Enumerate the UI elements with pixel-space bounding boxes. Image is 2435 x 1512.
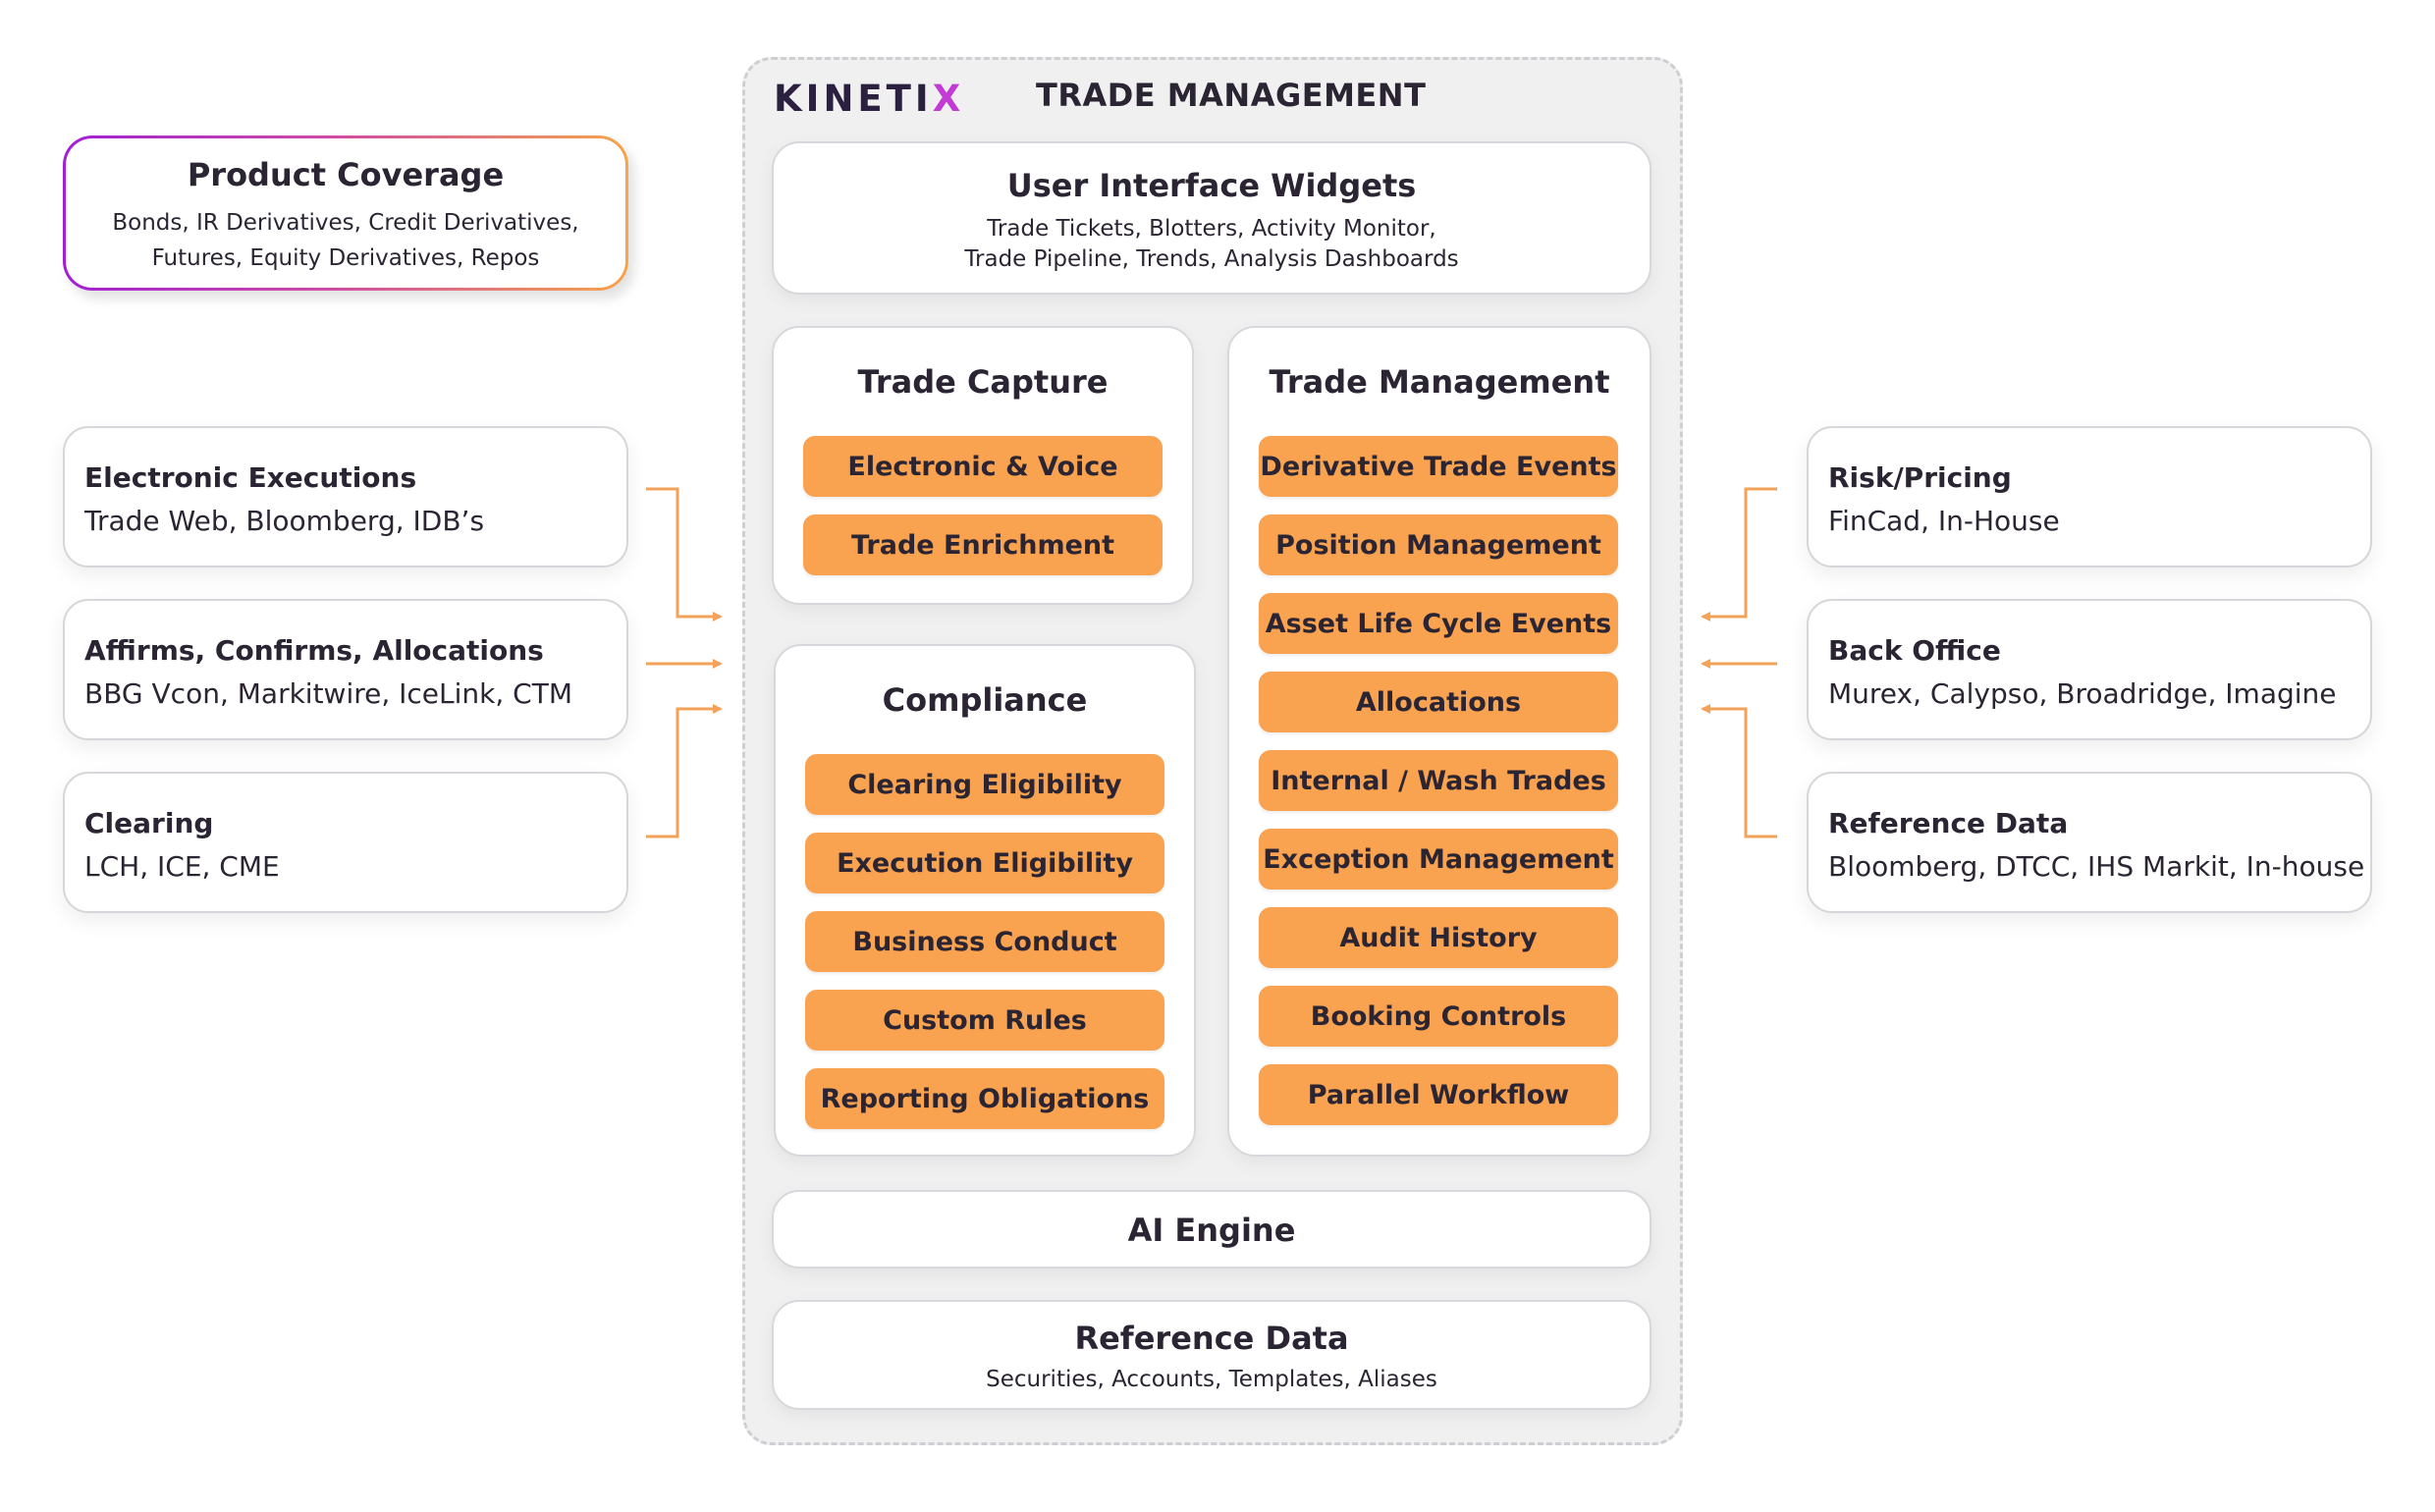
product-coverage-line2: Futures, Equity Derivatives, Repos	[151, 245, 540, 271]
source-subtitle: LCH, ICE, CME	[84, 850, 280, 883]
trade-capture-title: Trade Capture	[857, 363, 1109, 401]
product-coverage-line1: Bonds, IR Derivatives, Credit Derivative…	[112, 210, 579, 236]
pill-execution-eligibility: Execution Eligibility	[805, 833, 1164, 893]
logo-accent-letter: X	[932, 77, 965, 120]
pill-audit-history: Audit History	[1259, 907, 1618, 968]
source-title: Electronic Executions	[84, 461, 417, 494]
page-title: TRADE MANAGEMENT	[1036, 77, 1427, 114]
source-subtitle: FinCad, In-House	[1828, 505, 2060, 537]
source-clearing: Clearing LCH, ICE, CME	[63, 772, 628, 913]
source-title: Reference Data	[1828, 807, 2069, 839]
ui-widgets-list: Trade Tickets, Blotters, Activity Monito…	[774, 214, 1650, 275]
ui-widgets-card: User Interface Widgets Trade Tickets, Bl…	[772, 141, 1651, 295]
pill-business-conduct: Business Conduct	[805, 911, 1164, 972]
ui-widgets-title: User Interface Widgets	[1006, 167, 1417, 204]
pill-internal-wash-trades: Internal / Wash Trades	[1259, 750, 1618, 811]
ai-engine-title: AI Engine	[1127, 1212, 1296, 1249]
source-title: Back Office	[1828, 634, 2001, 667]
pill-clearing-eligibility: Clearing Eligibility	[805, 754, 1164, 815]
source-subtitle: Trade Web, Bloomberg, IDB’s	[84, 505, 485, 537]
source-back-office: Back Office Murex, Calypso, Broadridge, …	[1807, 599, 2372, 740]
left-connectors	[646, 487, 723, 838]
ai-engine-card: AI Engine	[772, 1190, 1651, 1269]
reference-data-subtitle: Securities, Accounts, Templates, Aliases	[986, 1367, 1437, 1392]
trade-management-title: Trade Management	[1269, 363, 1610, 401]
kinetix-logo: KINETIX	[774, 77, 965, 120]
pill-trade-enrichment: Trade Enrichment	[803, 514, 1163, 575]
pill-derivative-trade-events: Derivative Trade Events	[1259, 436, 1618, 497]
product-coverage-list: Bonds, IR Derivatives, Credit Derivative…	[66, 205, 625, 276]
source-reference-data: Reference Data Bloomberg, DTCC, IHS Mark…	[1807, 772, 2372, 913]
source-risk-pricing: Risk/Pricing FinCad, In-House	[1807, 426, 2372, 567]
pill-booking-controls: Booking Controls	[1259, 986, 1618, 1047]
pill-custom-rules: Custom Rules	[805, 990, 1164, 1051]
reference-data-card: Reference Data Securities, Accounts, Tem…	[772, 1300, 1651, 1410]
source-subtitle: Bloomberg, DTCC, IHS Markit, In-house	[1828, 850, 2365, 883]
source-electronic-executions: Electronic Executions Trade Web, Bloombe…	[63, 426, 628, 567]
right-connectors	[1701, 487, 1777, 838]
source-subtitle: BBG Vcon, Markitwire, IceLink, CTM	[84, 677, 572, 710]
pill-position-management: Position Management	[1259, 514, 1618, 575]
ui-widgets-line2: Trade Pipeline, Trends, Analysis Dashboa…	[964, 246, 1459, 272]
reference-data-title: Reference Data	[1074, 1320, 1349, 1357]
source-title: Risk/Pricing	[1828, 461, 2012, 494]
pill-exception-management: Exception Management	[1259, 829, 1618, 890]
source-subtitle: Murex, Calypso, Broadridge, Imagine	[1828, 677, 2337, 710]
right-connector-top	[1701, 487, 1777, 621]
source-title: Clearing	[84, 807, 214, 839]
product-coverage-title: Product Coverage	[187, 156, 505, 193]
left-connector-top	[646, 487, 723, 621]
compliance-title: Compliance	[882, 681, 1088, 719]
pill-asset-life-cycle-events: Asset Life Cycle Events	[1259, 593, 1618, 654]
product-coverage-card: Product Coverage Bonds, IR Derivatives, …	[63, 135, 628, 291]
source-affirms-confirms-allocations: Affirms, Confirms, Allocations BBG Vcon,…	[63, 599, 628, 740]
pill-parallel-workflow: Parallel Workflow	[1259, 1064, 1618, 1125]
pill-allocations: Allocations	[1259, 672, 1618, 732]
ui-widgets-line1: Trade Tickets, Blotters, Activity Monito…	[987, 216, 1436, 242]
left-connector-bottom	[646, 704, 723, 838]
pill-reporting-obligations: Reporting Obligations	[805, 1068, 1164, 1129]
source-title: Affirms, Confirms, Allocations	[84, 634, 544, 667]
right-connector-bottom	[1701, 704, 1777, 838]
pill-electronic-voice: Electronic & Voice	[803, 436, 1163, 497]
logo-text: KINETIX	[774, 77, 965, 120]
